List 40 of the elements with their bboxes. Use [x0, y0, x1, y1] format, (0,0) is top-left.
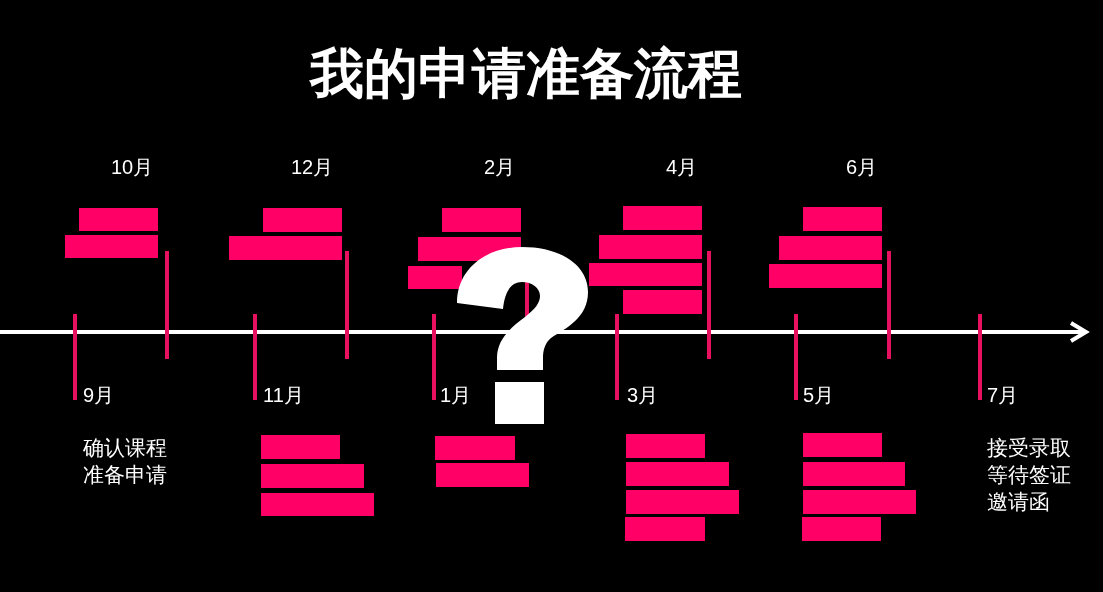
title: 我的申请准备流程	[310, 42, 742, 104]
month-label: 4月	[666, 156, 698, 178]
month-label: 12月	[291, 156, 334, 178]
redaction-bar	[625, 517, 705, 541]
redaction-bar	[261, 493, 374, 516]
redaction-bar	[442, 208, 521, 232]
month-label: 2月	[484, 156, 516, 178]
redaction-bar	[803, 433, 882, 457]
month-label: 10月	[111, 156, 154, 178]
redaction-bar	[65, 235, 158, 258]
redaction-bar	[261, 435, 340, 459]
month-label: 9月	[83, 384, 115, 406]
redaction-bar	[229, 236, 342, 260]
redaction-bar	[623, 206, 702, 230]
redaction-bar	[803, 207, 882, 231]
redaction-bar	[623, 290, 702, 314]
month-label: 6月	[846, 156, 878, 178]
redaction-bar	[803, 490, 916, 514]
redaction-bar	[589, 263, 702, 286]
redaction-bar	[79, 208, 158, 231]
redaction-bar	[263, 208, 342, 232]
redaction-bar	[802, 517, 881, 541]
task-text: 接受录取等待签证邀请函	[987, 435, 1072, 515]
redaction-bar	[779, 236, 882, 260]
task-text: 确认课程准备申请	[83, 435, 168, 488]
redaction-bar	[803, 462, 905, 486]
redaction-bar	[408, 266, 462, 289]
redaction-bar	[261, 464, 364, 488]
month-label: 7月	[987, 384, 1019, 406]
month-label: 5月	[803, 384, 835, 406]
month-label: 11月	[263, 384, 304, 406]
month-label: 1月	[440, 384, 472, 406]
redaction-bar	[626, 462, 729, 486]
redaction-bar	[599, 235, 702, 259]
redaction-bar	[436, 463, 529, 487]
redaction-bar	[626, 490, 739, 514]
redaction-bar	[435, 436, 515, 460]
redaction-bar	[626, 434, 705, 458]
redaction-bar	[769, 264, 882, 288]
month-label: 3月	[627, 384, 659, 406]
